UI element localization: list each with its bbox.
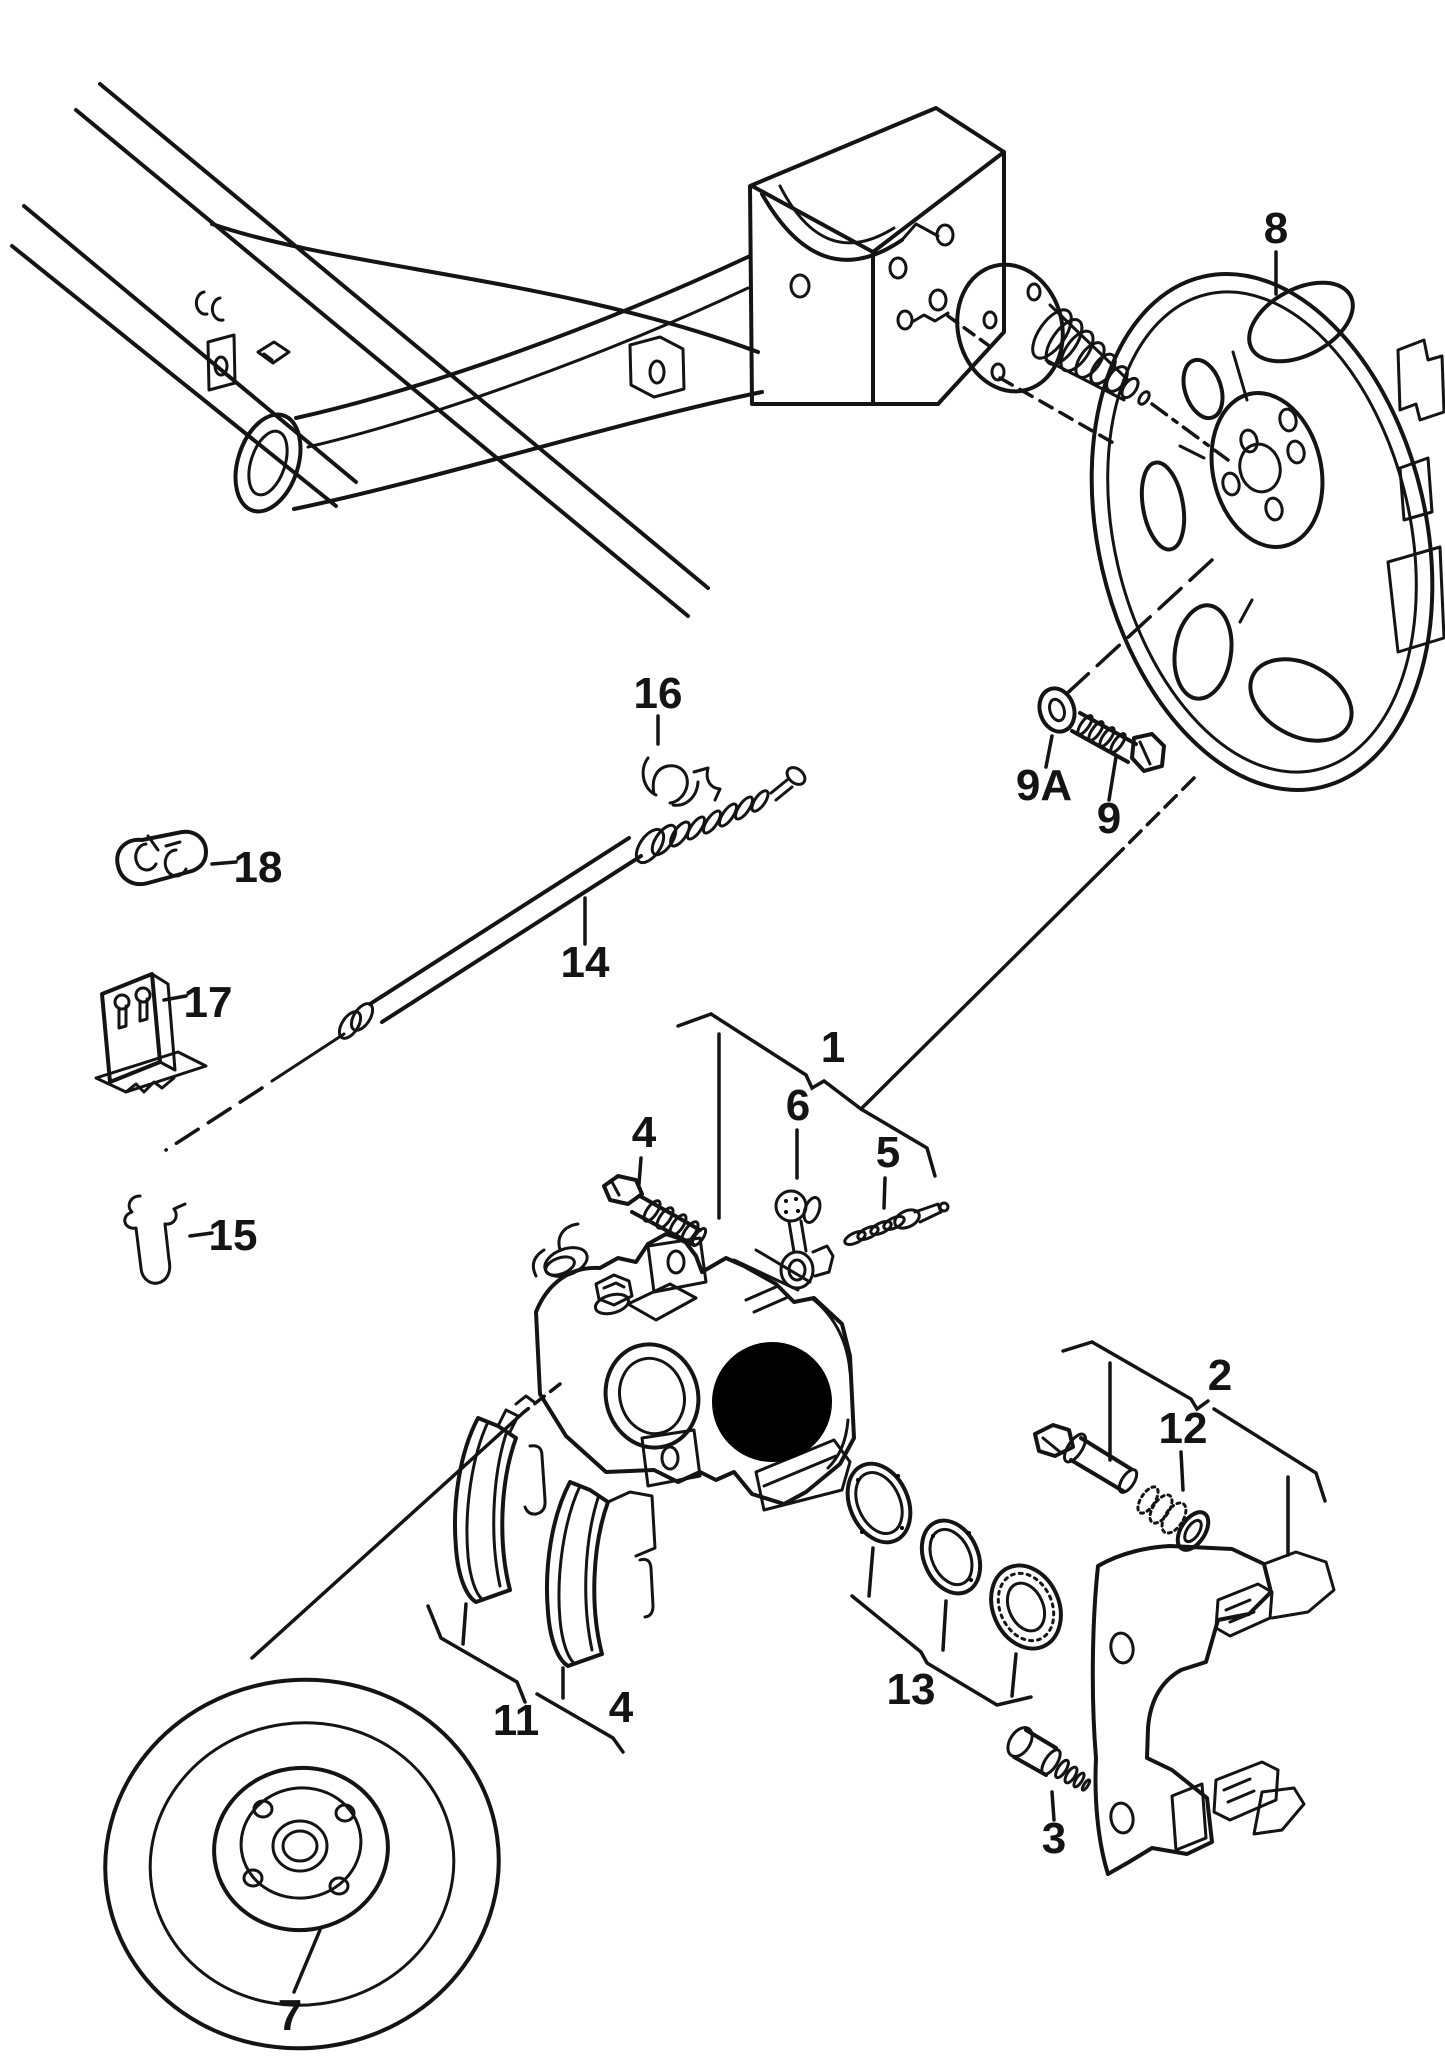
piston-bore: [603, 1342, 701, 1450]
assembly-axis-solid: [859, 848, 1124, 1111]
callout-7-leader: [292, 1928, 322, 1994]
piston-boot: [989, 1563, 1063, 1651]
bolt-9: [1070, 711, 1166, 802]
adjuster-fitting-6: [774, 1128, 835, 1290]
spoke-cutout: [1172, 603, 1234, 701]
trailing-arm: [233, 254, 764, 514]
callout-5: 5: [876, 1128, 900, 1177]
callout-17: 17: [184, 978, 233, 1027]
rear-axle-beam: [10, 82, 760, 618]
callout-3: 3: [1042, 1814, 1066, 1863]
caliper-bolt-4: [602, 1156, 708, 1248]
caliper-carrier: [1090, 1544, 1336, 1876]
bleeder-screw-5: [843, 1176, 950, 1246]
beam-tab-clips: [194, 290, 225, 322]
spoke-cutout: [1247, 280, 1355, 364]
redaction-dot: [712, 1342, 832, 1462]
cable-end-nipple: [785, 766, 807, 786]
callout-5-leader: [882, 1176, 887, 1210]
callout-14: 14: [561, 938, 610, 987]
callout-6: 6: [786, 1081, 810, 1130]
parking-brake-cable-14: [164, 766, 807, 1152]
guide-pin-2: [1033, 1340, 1327, 1557]
assembly-axis-dashed: [1120, 776, 1196, 852]
wheel-disc-8: [1060, 250, 1445, 792]
spring-clip-15: [123, 1194, 214, 1285]
cable-clip-16: [641, 714, 722, 807]
beam-diamond-clip: [256, 340, 291, 365]
callout-9-leader: [1107, 755, 1118, 802]
callout-8: 8: [1264, 204, 1288, 253]
callout-11: 11: [493, 1696, 540, 1745]
callout-1: 1: [821, 1023, 845, 1072]
callout-18: 18: [234, 843, 283, 892]
caliper-assembly-bracket-1: [676, 1012, 937, 1220]
spoke-cutout: [1248, 657, 1354, 743]
carrier-tabs-behind-disc: [1396, 338, 1445, 422]
callout-4-bolt: 4: [632, 1108, 657, 1157]
callout-7: 7: [278, 1991, 302, 2040]
callout-3-leader: [1050, 1790, 1056, 1822]
brake-disc-7: [103, 1677, 501, 2051]
stub-axle: [955, 262, 1230, 462]
beam-plate-right: [628, 335, 686, 399]
callout-13: 13: [887, 1665, 936, 1714]
washer-9a: [1037, 686, 1077, 769]
brake-caliper-body: [250, 1222, 856, 1660]
brake-pads: [426, 1394, 657, 1754]
carrier-bolt-3: [1006, 1726, 1092, 1822]
callout-16: 16: [634, 669, 683, 718]
brake-pad-inner: [452, 1416, 518, 1604]
beam-plate-left: [206, 333, 237, 392]
brake-pad-outer: [544, 1480, 610, 1668]
callout-4-leader: [637, 1156, 643, 1186]
axle-mount-bracket: [748, 106, 1006, 406]
callout-9: 9: [1097, 794, 1121, 843]
callout-2: 2: [1208, 1351, 1232, 1400]
cable-grommet-18: [115, 829, 238, 886]
callout-12: 12: [1159, 1404, 1208, 1453]
callout-9a: 9A: [1016, 761, 1072, 810]
callout-12-leader: [1179, 1450, 1185, 1492]
callout-4-pads: 4: [609, 1683, 634, 1732]
spoke-cutout: [1181, 357, 1225, 421]
seal-kit-13: [845, 1461, 1063, 1707]
cable-bracket-17: [94, 972, 208, 1094]
callout-15: 15: [209, 1211, 258, 1260]
callout-9a-leader: [1044, 734, 1054, 769]
spoke-cutout: [1139, 460, 1187, 552]
